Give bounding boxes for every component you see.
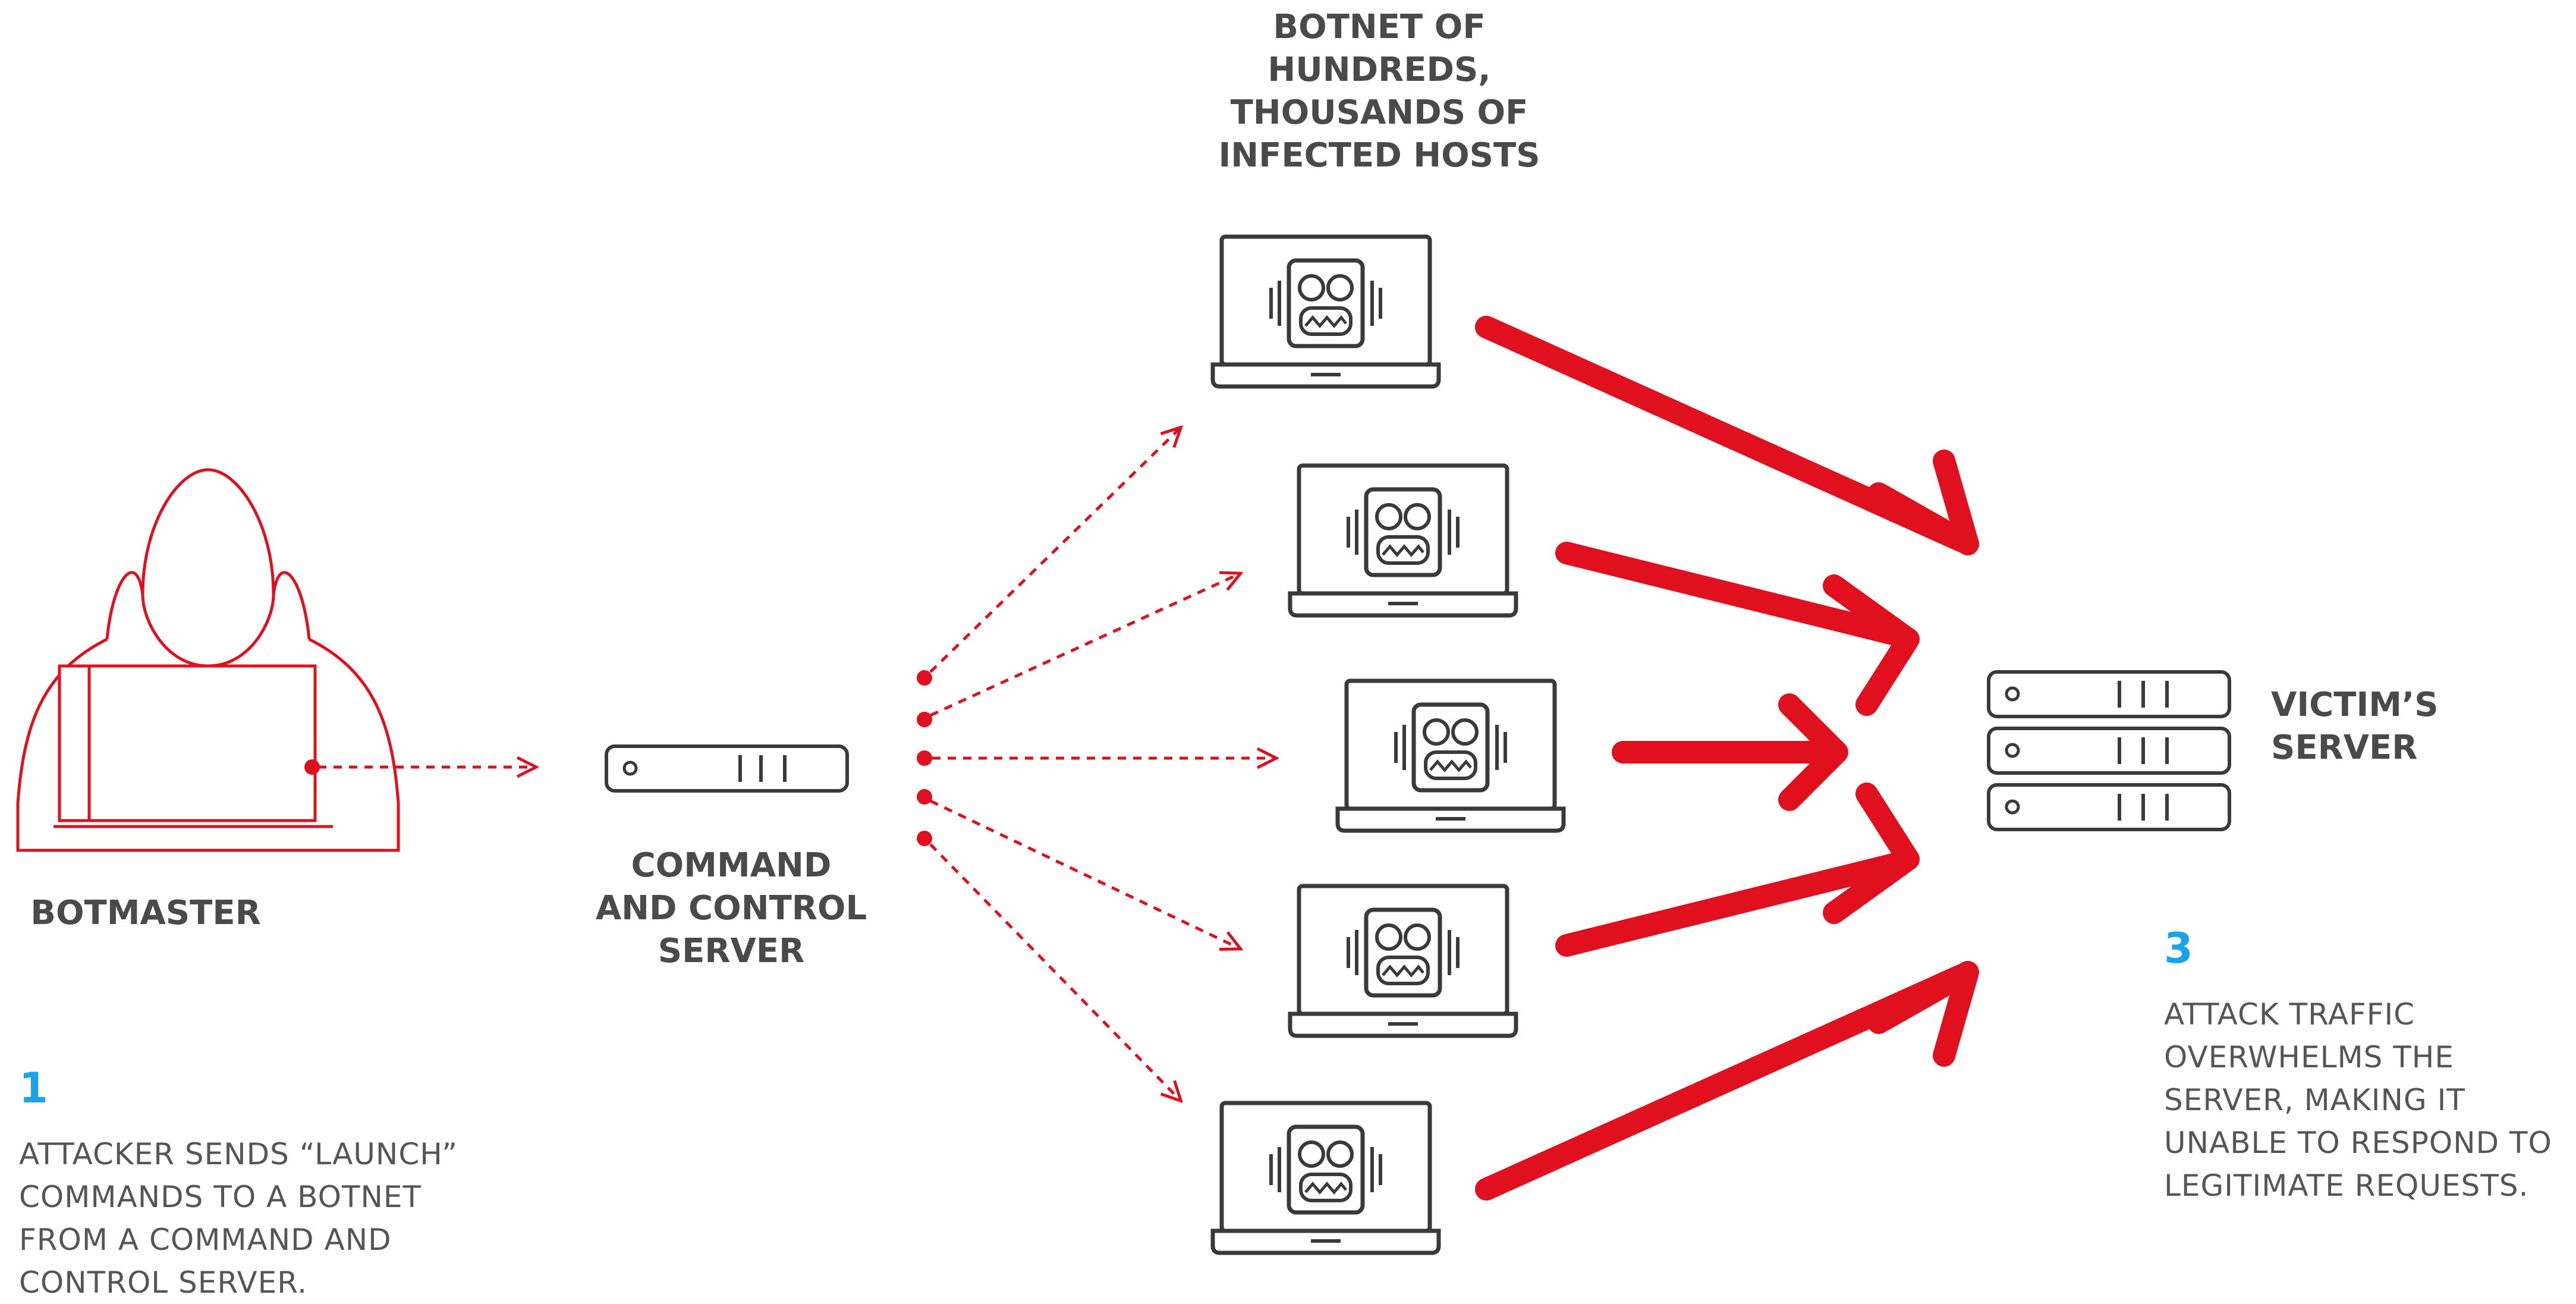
botnet-label-line: BOTNET OF	[1273, 8, 1486, 46]
botmaster-origin-dot	[304, 759, 320, 775]
step-3-line: UNABLE TO RESPOND TO	[2164, 1126, 2552, 1160]
step-3-line: LEGITIMATE REQUESTS.	[2164, 1168, 2529, 1203]
botnet-label: BOTNET OF HUNDREDS, THOUSANDS OF INFECTE…	[1189, 6, 1569, 177]
step-1-line: COMMANDS TO A BOTNET	[19, 1180, 422, 1214]
laptop-icon	[1338, 681, 1564, 831]
command-server-label-line: SERVER	[658, 932, 805, 970]
botmaster-label-line: BOTMASTER	[30, 894, 261, 932]
botnet-label-line: THOUSANDS OF	[1230, 93, 1528, 132]
botnet-label-line: HUNDREDS,	[1267, 51, 1491, 89]
laptop-icon	[1290, 466, 1516, 615]
step-3-number: 3	[2164, 924, 2193, 973]
hooded-attacker-icon	[16, 468, 400, 852]
victim-server-label-line: VICTIM’S	[2271, 686, 2439, 724]
step-1-number: 1	[19, 1064, 48, 1113]
laptop-icon	[1213, 237, 1439, 387]
step-3-line: OVERWHELMS THE	[2164, 1040, 2454, 1074]
botmaster-label: BOTMASTER	[18, 892, 273, 935]
fan-out-arrows	[917, 428, 1275, 1100]
victim-server-label: VICTIM’S SERVER	[2271, 684, 2449, 769]
laptop-icon	[1290, 886, 1516, 1036]
command-server-label: COMMAND AND CONTROL SERVER	[565, 844, 898, 973]
server-rack-icon	[1987, 670, 2231, 831]
step-1-line: ATTACKER SENDS “LAUNCH”	[19, 1137, 458, 1171]
botnet-label-line: INFECTED HOSTS	[1218, 136, 1540, 175]
step-3-line: ATTACK TRAFFIC	[2164, 997, 2415, 1032]
attack-arrows	[1475, 316, 1979, 1201]
step-3-description: ATTACK TRAFFIC OVERWHELMS THE SERVER, MA…	[2164, 993, 2552, 1207]
step-1-description: ATTACKER SENDS “LAUNCH” COMMANDS TO A BO…	[19, 1133, 458, 1304]
victim-server-label-line: SERVER	[2271, 728, 2418, 767]
command-server-label-line: COMMAND	[631, 846, 832, 885]
laptop-icon	[1213, 1103, 1439, 1253]
step-1-line: CONTROL SERVER.	[19, 1265, 308, 1300]
step-1-line: FROM A COMMAND AND	[19, 1223, 392, 1257]
step-3-line: SERVER, MAKING IT	[2164, 1083, 2465, 1117]
server-unit-icon	[605, 744, 849, 793]
command-server-label-line: AND CONTROL	[595, 889, 867, 928]
